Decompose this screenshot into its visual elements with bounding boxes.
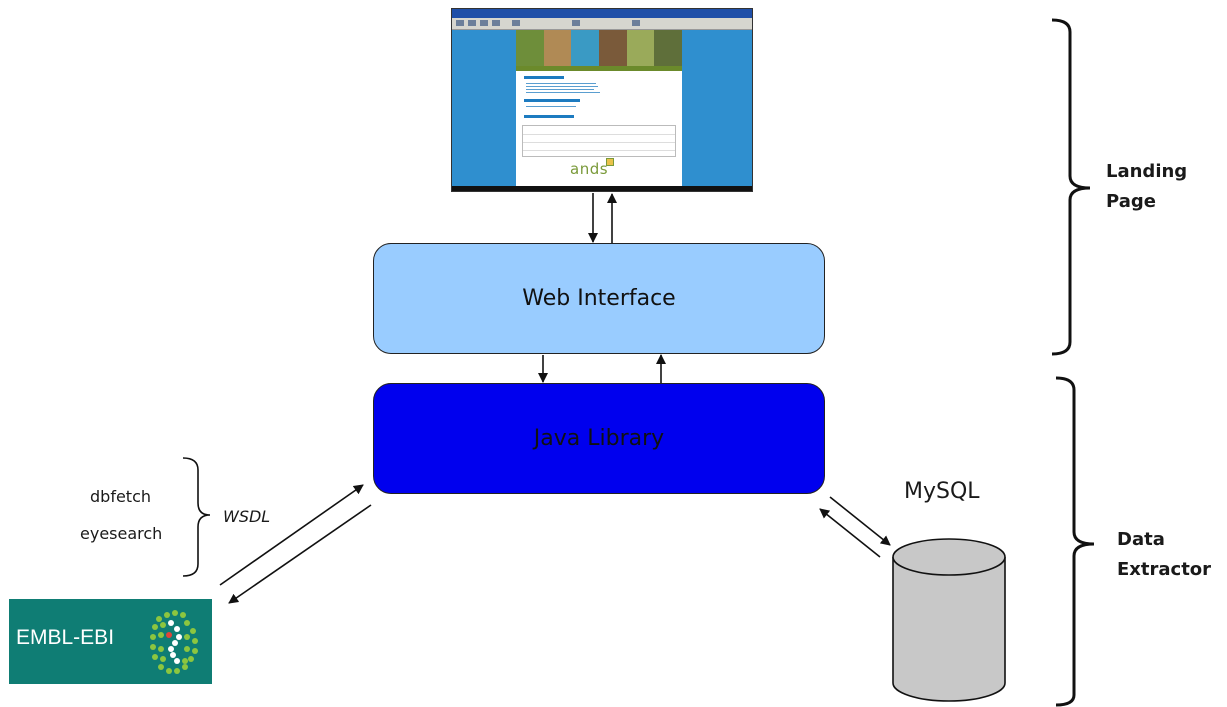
data-extractor-bracket <box>1055 376 1095 707</box>
wsdl-label: WSDL <box>223 507 271 526</box>
web-interface-box: Web Interface <box>373 243 825 354</box>
ands-logo: ands <box>570 160 609 178</box>
services-brace <box>182 457 211 577</box>
arrow-java-to-embl <box>228 504 372 604</box>
arrow-java-to-mysql <box>829 496 891 546</box>
landing-page-label: Landing Page <box>1106 161 1188 212</box>
arrow-mysql-to-java <box>819 508 881 558</box>
eyesearch-label: eyesearch <box>80 524 163 543</box>
mysql-database-icon <box>892 538 1006 702</box>
mysql-label: MySQL <box>904 479 980 504</box>
data-extractor-label: Data Extractor <box>1117 529 1212 580</box>
embl-ebi-logo: EMBL-EBI <box>9 599 212 684</box>
arrow-embl-to-java <box>219 484 364 586</box>
dbfetch-label: dbfetch <box>90 487 151 506</box>
landing-page-screenshot: ands <box>451 8 753 192</box>
java-library-box: Java Library <box>373 383 825 494</box>
landing-page-bracket <box>1051 18 1091 356</box>
